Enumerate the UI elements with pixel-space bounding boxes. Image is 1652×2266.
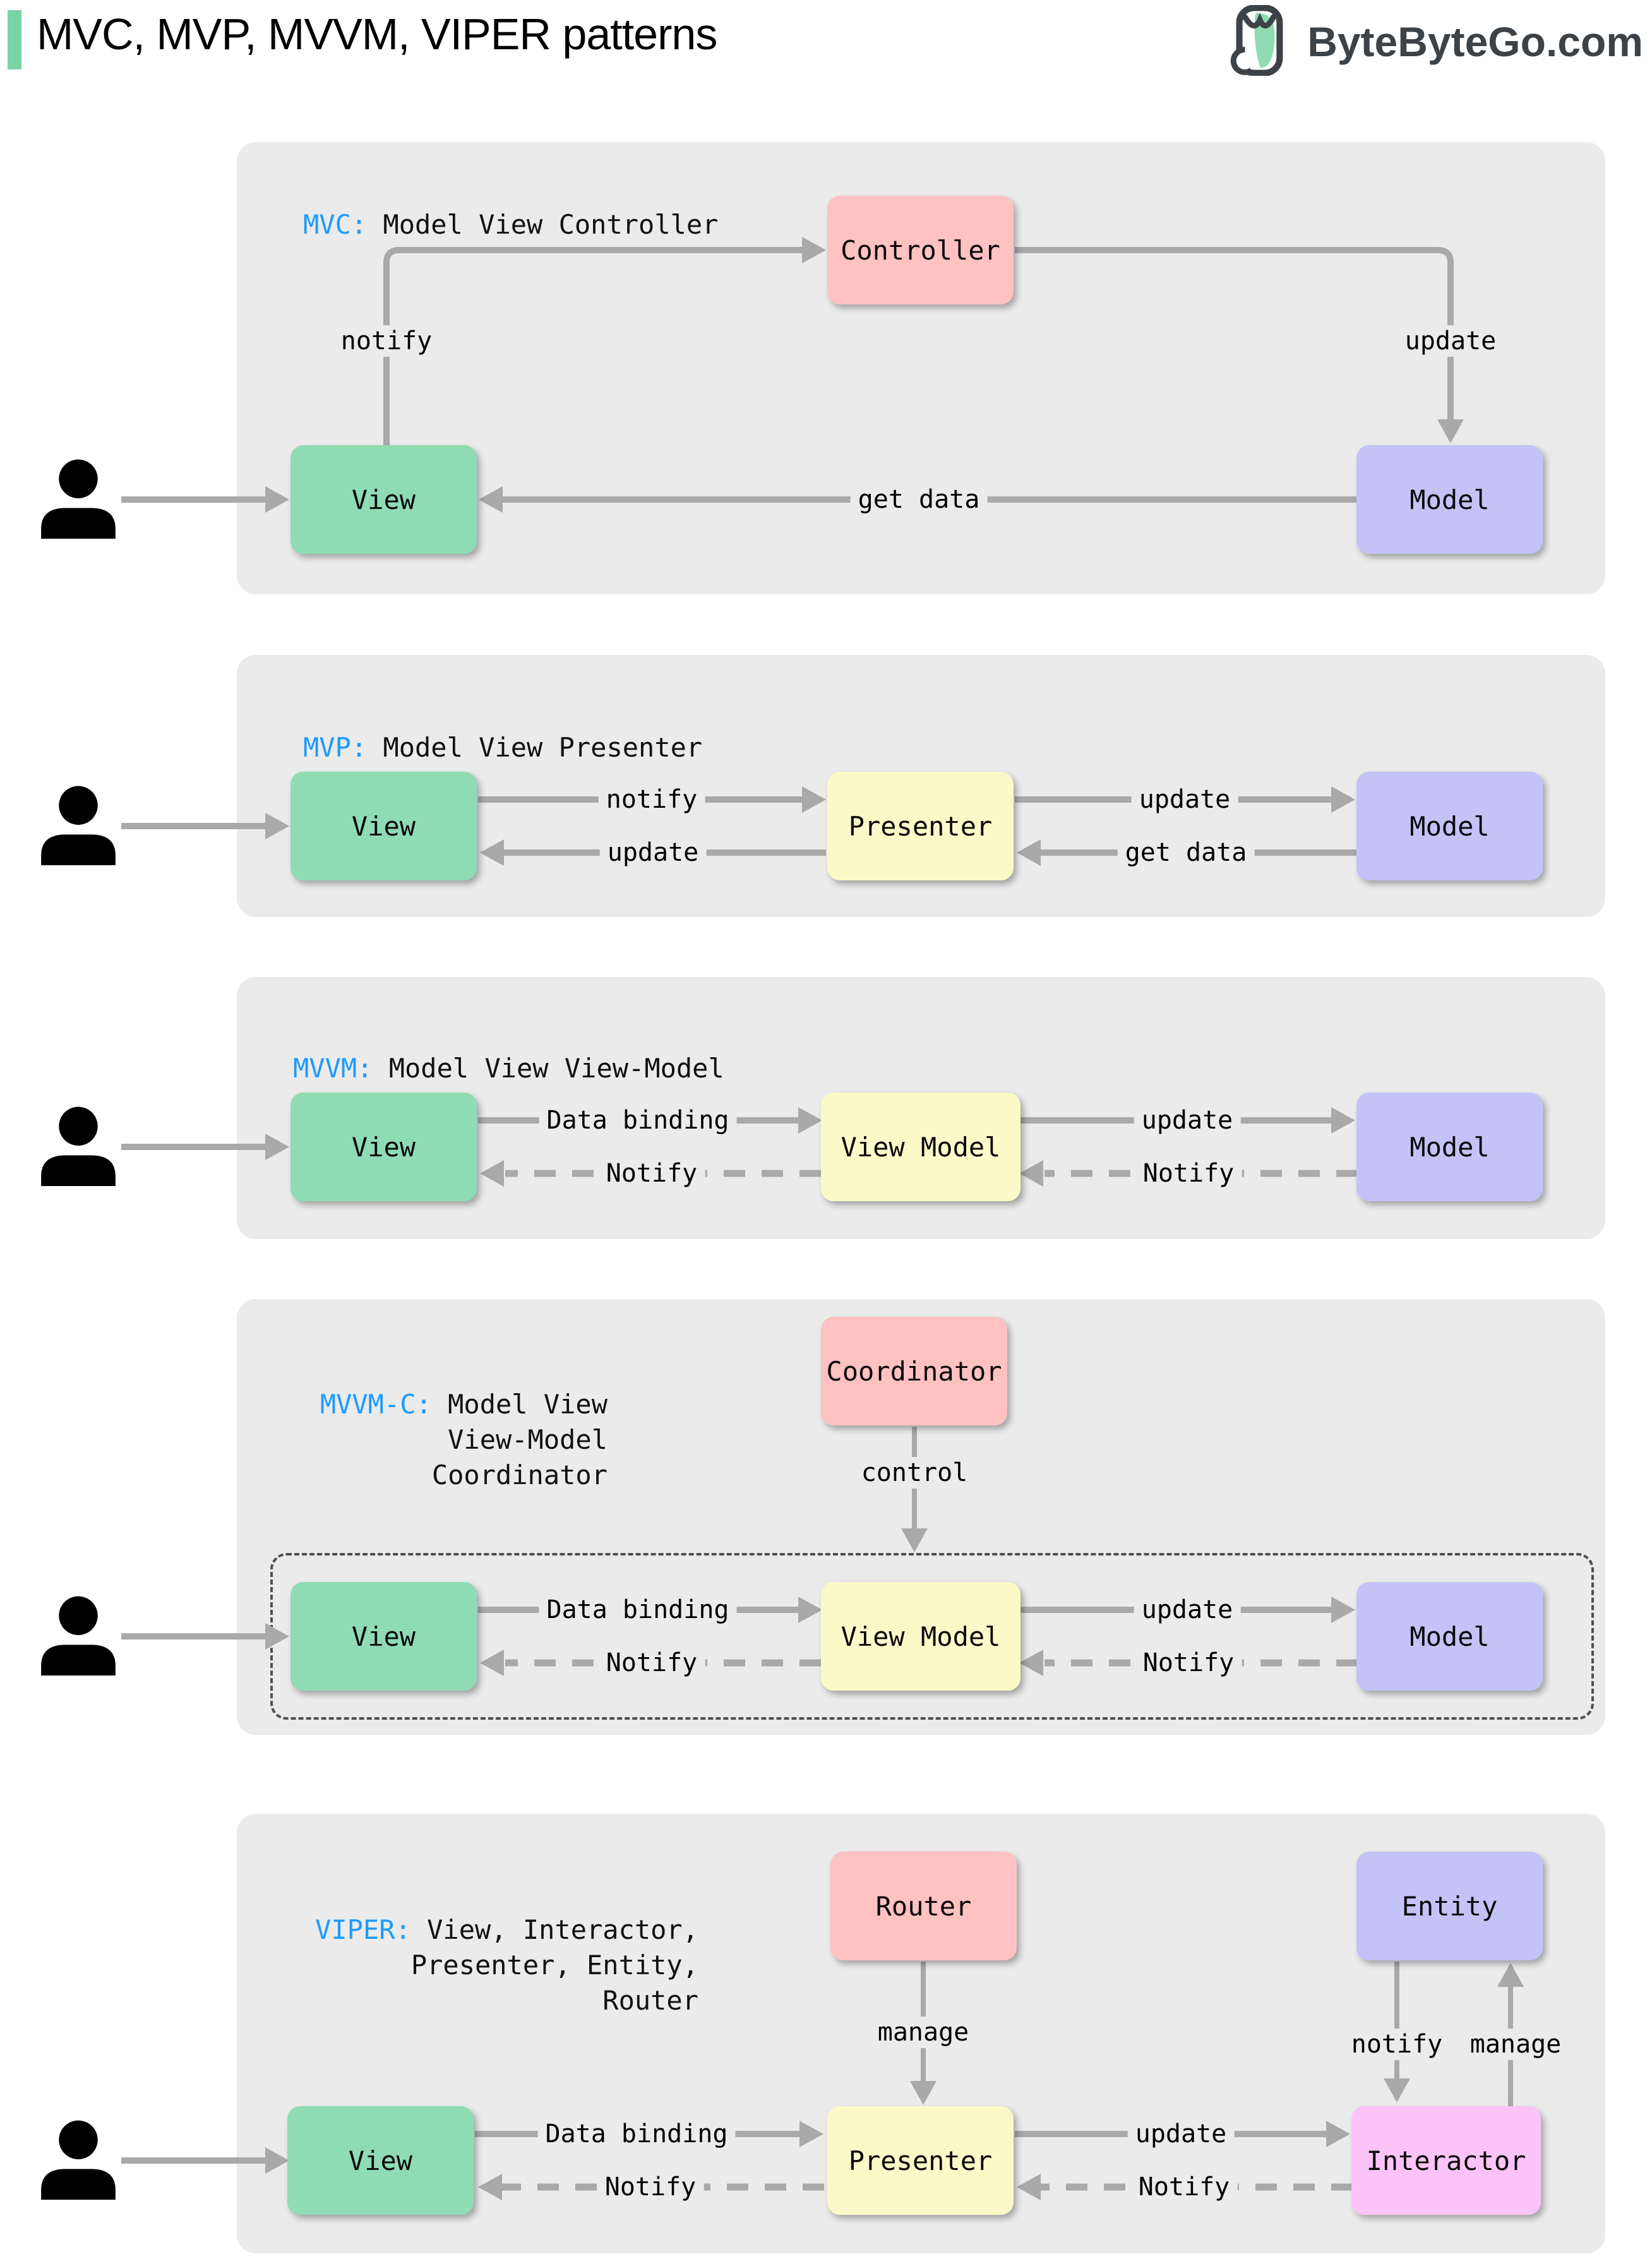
section-tag-mvc: MVC: bbox=[303, 209, 368, 240]
bytebytego-owl-icon bbox=[1230, 4, 1301, 78]
edge-label-update-mvvm-c: update bbox=[1134, 1594, 1241, 1626]
node-model-mvc: Model bbox=[1356, 445, 1543, 554]
edge-label-notify-entity-viper: notify bbox=[1343, 2029, 1451, 2060]
section-title-viper: View, Interactor, Presenter, Entity, Rou… bbox=[410, 1914, 698, 2016]
edge-label-notify-to-presenter-viper: Notify bbox=[1130, 2171, 1238, 2203]
section-title-mvc: Model View Controller bbox=[383, 209, 719, 240]
node-presenter-mvp: Presenter bbox=[827, 772, 1014, 880]
edge-label-notify-to-view-mvvm-c: Notify bbox=[598, 1647, 705, 1679]
edge-label-update-to-view-mvp: update bbox=[599, 837, 707, 868]
page-title: MVC, MVP, MVVM, VIPER patterns bbox=[37, 9, 717, 59]
brand-text: ByteByteGo.com bbox=[1307, 18, 1643, 65]
section-label-mvvm-c: MVVM-C: Model View View-Model Coordinato… bbox=[292, 1352, 608, 1493]
node-coordinator-mvvm-c: Coordinator bbox=[821, 1317, 1007, 1425]
edge-label-notify-to-vm-mvvm: Notify bbox=[1135, 1158, 1242, 1189]
bytebytego-logo: ByteByteGo.com bbox=[1230, 4, 1643, 78]
edge-label-update-to-model-mvp: update bbox=[1131, 784, 1238, 815]
section-tag-mvvm-c: MVVM-C: bbox=[320, 1389, 432, 1420]
section-title-mvvm-c: Model View View-Model Coordinator bbox=[431, 1389, 608, 1490]
node-view-mvvm-c: View bbox=[290, 1582, 477, 1691]
section-tag-mvvm: MVVM: bbox=[293, 1053, 373, 1084]
edge-label-update-viper: update bbox=[1127, 2118, 1235, 2150]
node-router-viper: Router bbox=[830, 1852, 1017, 1960]
node-view-mvp: View bbox=[290, 772, 477, 880]
title-accent-bar bbox=[8, 10, 21, 69]
edge-label-manage-entity-viper: manage bbox=[1462, 2029, 1569, 2060]
section-tag-viper: VIPER: bbox=[315, 1914, 411, 1945]
edge-label-get-data-mvc: get data bbox=[850, 484, 988, 515]
user-icon bbox=[38, 458, 119, 539]
section-label-viper: VIPER: View, Interactor, Presenter, Enti… bbox=[292, 1877, 698, 2018]
edge-label-notify-to-view-mvvm: Notify bbox=[598, 1158, 705, 1189]
section-label-mvvm: MVVM: Model View View-Model bbox=[293, 1016, 724, 1086]
edge-label-notify-mvc: notify bbox=[333, 325, 440, 357]
node-view-model-mvvm: View Model bbox=[821, 1093, 1021, 1201]
section-label-mvp: MVP: Model View Presenter bbox=[303, 695, 702, 765]
node-view-mvc: View bbox=[290, 445, 477, 554]
node-view-mvvm: View bbox=[290, 1093, 477, 1201]
edge-label-update-mvc: update bbox=[1397, 325, 1504, 357]
node-controller-mvc: Controller bbox=[827, 196, 1014, 304]
edge-label-update-mvvm: update bbox=[1134, 1105, 1241, 1136]
node-model-mvvm: Model bbox=[1356, 1093, 1543, 1201]
user-icon bbox=[38, 1595, 119, 1676]
edge-label-get-data-mvp: get data bbox=[1117, 837, 1255, 868]
edge-label-notify-to-vm-mvvm-c: Notify bbox=[1135, 1647, 1242, 1679]
node-view-model-mvvm-c: View Model bbox=[821, 1582, 1021, 1691]
node-entity-viper: Entity bbox=[1356, 1852, 1543, 1960]
node-presenter-viper: Presenter bbox=[827, 2106, 1014, 2215]
section-title-mvvm: Model View View-Model bbox=[388, 1053, 724, 1084]
edge-label-control-mvvm-c: control bbox=[853, 1457, 976, 1489]
user-icon bbox=[38, 1105, 119, 1186]
section-title-mvp: Model View Presenter bbox=[383, 732, 703, 763]
node-view-viper: View bbox=[287, 2106, 474, 2215]
edge-label-manage-router-viper: manage bbox=[870, 2017, 977, 2048]
edge-label-data-binding-mvvm: Data binding bbox=[539, 1105, 737, 1136]
node-model-mvvm-c: Model bbox=[1356, 1582, 1543, 1691]
edge-label-notify-mvp: notify bbox=[598, 784, 705, 815]
user-icon bbox=[38, 2119, 119, 2200]
node-interactor-viper: Interactor bbox=[1351, 2106, 1541, 2215]
edge-label-data-binding-mvvm-c: Data binding bbox=[539, 1594, 737, 1626]
edge-label-notify-to-view-viper: Notify bbox=[597, 2171, 704, 2203]
section-label-mvc: MVC: Model View Controller bbox=[303, 172, 718, 243]
node-model-mvp: Model bbox=[1356, 772, 1543, 880]
user-icon bbox=[38, 784, 119, 865]
edge-label-data-binding-viper: Data binding bbox=[537, 2118, 736, 2150]
section-tag-mvp: MVP: bbox=[303, 732, 368, 763]
